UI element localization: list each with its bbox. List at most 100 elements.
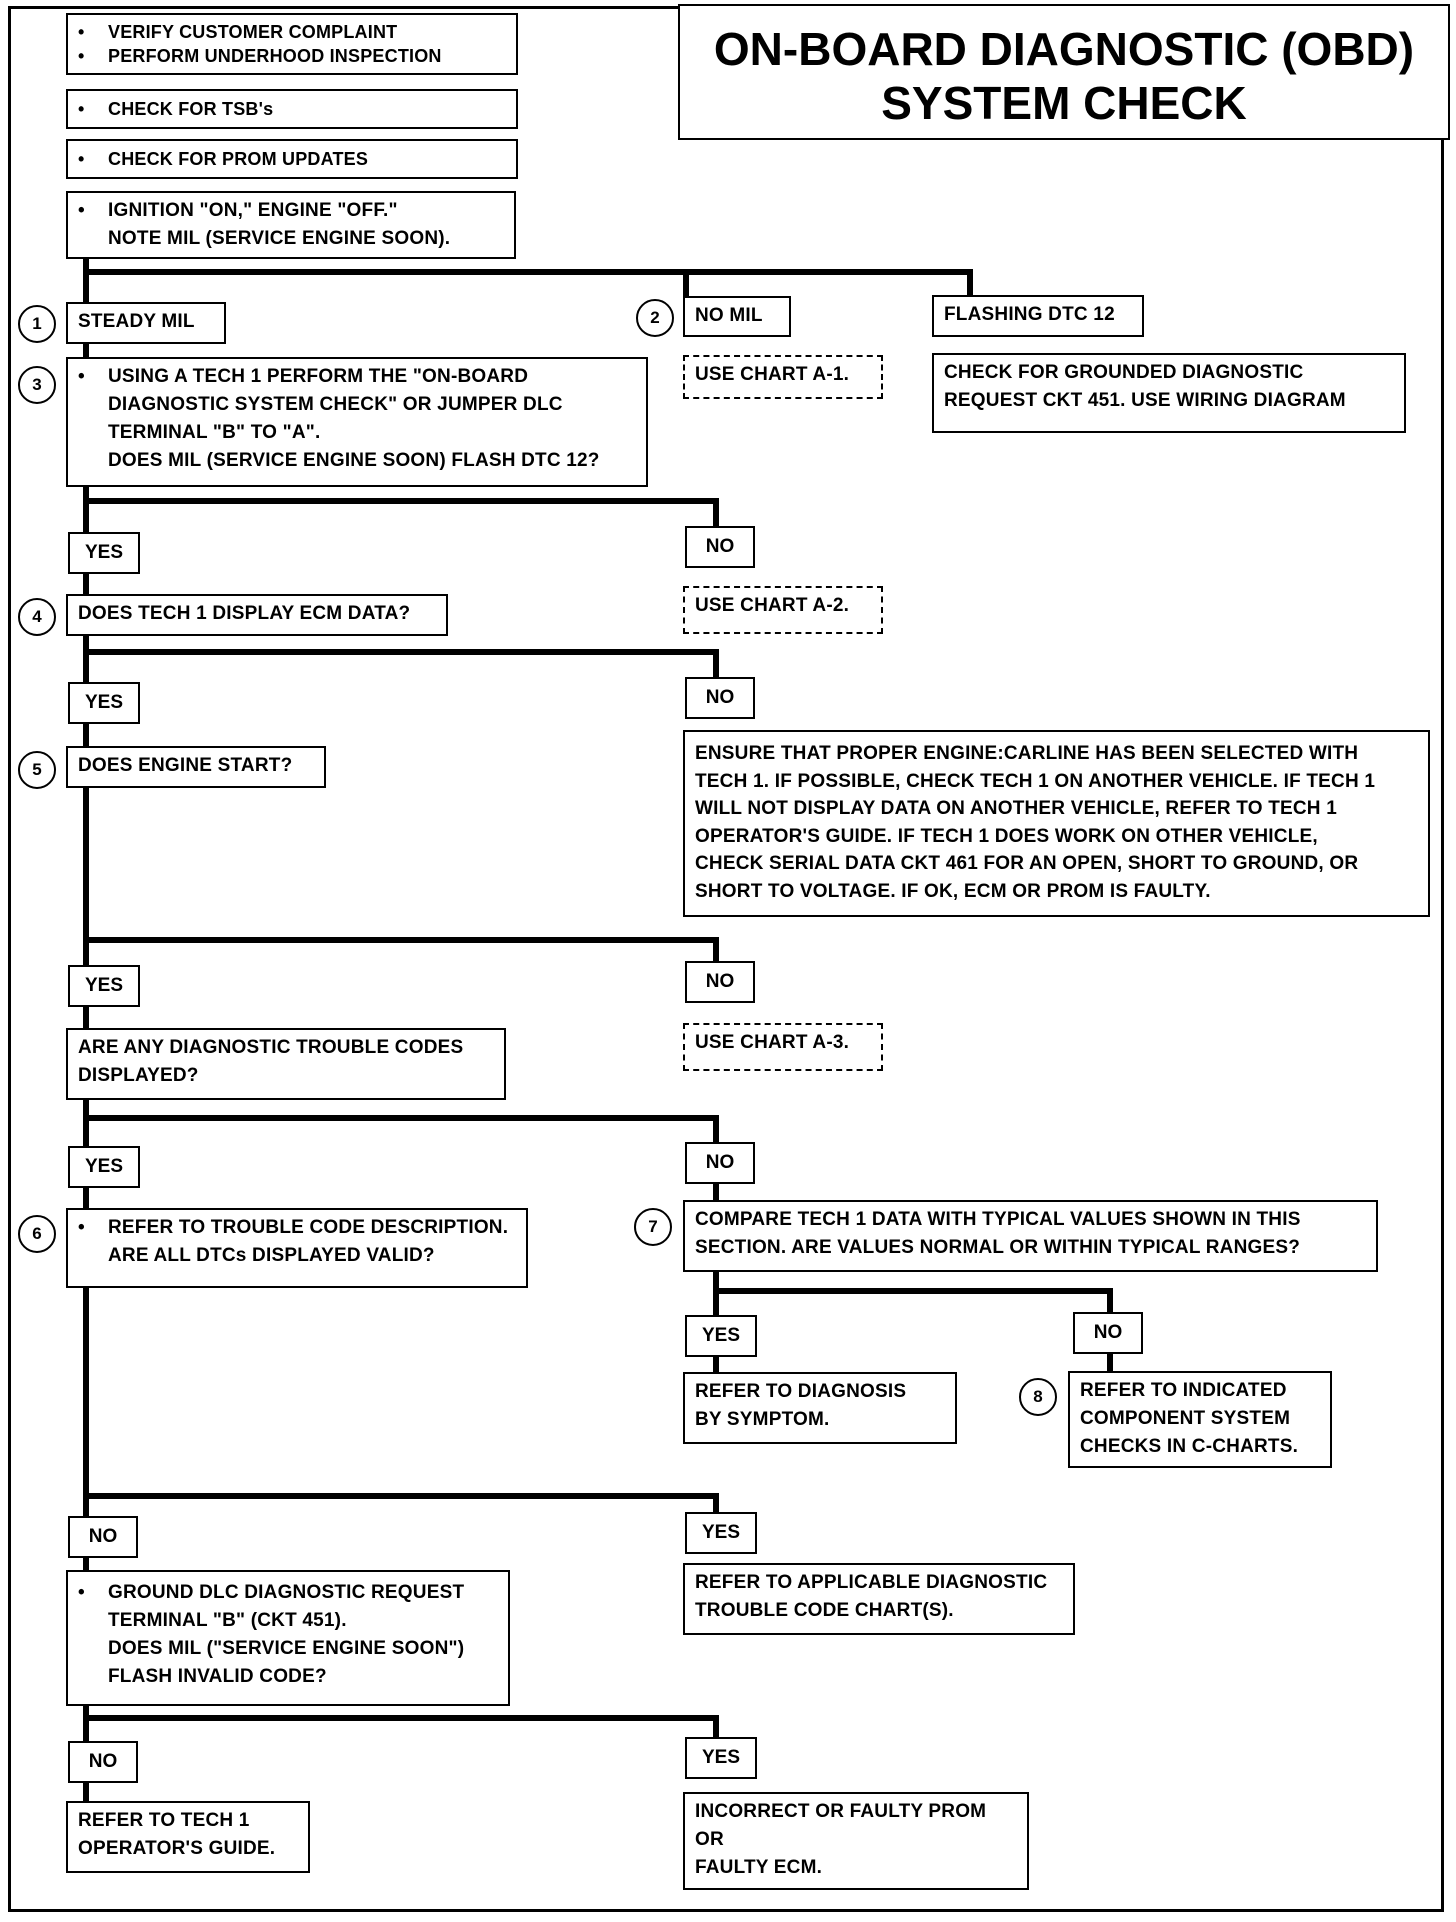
check-tsb-box: CHECK FOR TSB's (66, 89, 518, 129)
prom-text: CHECK FOR PROM UPDATES (78, 145, 506, 173)
operators-guide-line-2: OPERATOR'S GUIDE. (78, 1838, 276, 1859)
operators-guide-box: REFER TO TECH 1 OPERATOR'S GUIDE. (66, 1801, 310, 1873)
diagnosis-symptom-box: REFER TO DIAGNOSIS BY SYMPTOM. (683, 1372, 957, 1444)
ground-dlc-line-1: GROUND DLC DIAGNOSTIC REQUEST (78, 1579, 498, 1607)
grounded-diag-box: CHECK FOR GROUNDED DIAGNOSTIC REQUEST CK… (932, 353, 1406, 433)
step-number-2: 2 (636, 299, 674, 337)
dtc-displayed-box: ARE ANY DIAGNOSTIC TROUBLE CODES DISPLAY… (66, 1028, 506, 1100)
faulty-prom-line-3: FAULTY ECM. (695, 1857, 823, 1878)
no-label-codes: NO (685, 1142, 755, 1184)
faulty-prom-line-2: OR (695, 1829, 724, 1850)
step-number-6: 6 (18, 1215, 56, 1253)
faulty-prom-box: INCORRECT OR FAULTY PROM OR FAULTY ECM. (683, 1792, 1029, 1890)
indicated-line-3: CHECKS IN C-CHARTS. (1080, 1436, 1299, 1457)
steady-mil-text: STEADY MIL (78, 311, 195, 332)
compare-line-2: SECTION. ARE VALUES NORMAL OR WITHIN TYP… (695, 1237, 1301, 1258)
connector-branch-valid (86, 1493, 719, 1512)
yes-label-codes: YES (68, 1146, 140, 1188)
engine-start-box: DOES ENGINE START? (66, 746, 326, 788)
step-number-8: 8 (1019, 1378, 1057, 1416)
tsb-text: CHECK FOR TSB's (78, 95, 506, 123)
no-mil-text: NO MIL (695, 305, 763, 326)
yes-label-ecm: YES (68, 682, 140, 724)
step-number-1: 1 (18, 305, 56, 343)
ensure-line-2: TECH 1. IF POSSIBLE, CHECK TECH 1 ON ANO… (695, 770, 1376, 792)
verify-line-2: PERFORM UNDERHOOD INSPECTION (78, 44, 506, 68)
verify-complaint-box: VERIFY CUSTOMER COMPLAINT PERFORM UNDERH… (66, 13, 518, 75)
faulty-prom-line-1: INCORRECT OR FAULTY PROM (695, 1801, 987, 1822)
connector-branch-compare (716, 1288, 1113, 1315)
no-label-invalid: NO (68, 1741, 138, 1783)
diag-symptom-line-2: BY SYMPTOM. (695, 1409, 830, 1430)
indicated-line-2: COMPONENT SYSTEM (1080, 1408, 1291, 1429)
connector-branch-invalid (86, 1715, 719, 1737)
step-number-5: 5 (18, 751, 56, 789)
step-number-4: 4 (18, 598, 56, 636)
compare-values-box: COMPARE TECH 1 DATA WITH TYPICAL VALUES … (683, 1200, 1378, 1272)
no-label-dtc12: NO (685, 526, 755, 568)
ensure-line-4: OPERATOR'S GUIDE. IF TECH 1 DOES WORK ON… (695, 825, 1318, 847)
ensure-line-3: WILL NOT DISPLAY DATA ON ANOTHER VEHICLE… (695, 798, 1337, 819)
use-a1-text: USE CHART A-1. (695, 364, 850, 385)
dtc-displayed-line-1: ARE ANY DIAGNOSTIC TROUBLE CODES (78, 1037, 464, 1058)
no-label-ecm: NO (685, 677, 755, 719)
ground-dlc-line-3: DOES MIL ("SERVICE ENGINE SOON") (108, 1638, 465, 1659)
chart-title: ON-BOARD DIAGNOSTIC (OBD) SYSTEM CHECK (678, 4, 1450, 140)
ignition-box: IGNITION "ON," ENGINE "OFF." NOTE MIL (S… (66, 191, 516, 259)
ground-dlc-line-2: TERMINAL "B" (CKT 451). (108, 1610, 347, 1631)
ensure-engine-box: ENSURE THAT PROPER ENGINE:CARLINE HAS BE… (683, 730, 1430, 917)
engine-start-text: DOES ENGINE START? (78, 755, 293, 776)
tech1-line-2: DIAGNOSTIC SYSTEM CHECK" OR JUMPER DLC (108, 394, 563, 415)
ground-dlc-line-4: FLASH INVALID CODE? (108, 1666, 327, 1687)
title-line-1: ON-BOARD DIAGNOSTIC (OBD) (713, 23, 1415, 75)
tech1-line-1: USING A TECH 1 PERFORM THE "ON-BOARD (78, 363, 636, 391)
ecm-data-box: DOES TECH 1 DISPLAY ECM DATA? (66, 594, 448, 636)
ignition-line-1: IGNITION "ON," ENGINE "OFF." (78, 197, 504, 225)
grounded-line-1: CHECK FOR GROUNDED DIAGNOSTIC (944, 362, 1304, 383)
use-chart-a2-box: USE CHART A-2. (683, 586, 883, 634)
connector-branch-ecm (86, 649, 719, 677)
ground-dlc-box: GROUND DLC DIAGNOSTIC REQUEST TERMINAL "… (66, 1570, 510, 1706)
connector-branch-codes (86, 1115, 719, 1142)
refer-description-box: REFER TO TROUBLE CODE DESCRIPTION. ARE A… (66, 1208, 528, 1288)
indicated-component-box: REFER TO INDICATED COMPONENT SYSTEM CHEC… (1068, 1371, 1332, 1468)
ensure-line-1: ENSURE THAT PROPER ENGINE:CARLINE HAS BE… (695, 743, 1359, 764)
connector-branch-start (86, 937, 719, 961)
no-label-compare: NO (1073, 1312, 1143, 1354)
title-line-2: SYSTEM CHECK (881, 77, 1247, 129)
compare-line-1: COMPARE TECH 1 DATA WITH TYPICAL VALUES … (695, 1209, 1301, 1230)
ensure-line-6: SHORT TO VOLTAGE. IF OK, ECM OR PROM IS … (695, 880, 1211, 902)
yes-label-dtc12: YES (68, 532, 140, 574)
refer-desc-line-1: REFER TO TROUBLE CODE DESCRIPTION. (78, 1214, 516, 1242)
refer-desc-line-2: ARE ALL DTCs DISPLAYED VALID? (108, 1245, 435, 1266)
use-chart-a1-box: USE CHART A-1. (683, 355, 883, 399)
verify-line-1: VERIFY CUSTOMER COMPLAINT (78, 20, 506, 44)
applicable-chart-box: REFER TO APPLICABLE DIAGNOSTIC TROUBLE C… (683, 1563, 1075, 1635)
step-number-3: 3 (18, 366, 56, 404)
tech1-line-3: TERMINAL "B" TO "A". (108, 422, 321, 443)
grounded-line-2: REQUEST CKT 451. USE WIRING DIAGRAM (944, 390, 1346, 411)
use-chart-a3-box: USE CHART A-3. (683, 1023, 883, 1071)
connector-branch-mil (86, 269, 973, 297)
no-mil-box: NO MIL (683, 296, 791, 337)
ignition-line-2: NOTE MIL (SERVICE ENGINE SOON). (108, 228, 451, 249)
indicated-line-1: REFER TO INDICATED (1080, 1380, 1287, 1401)
steady-mil-box: STEADY MIL (66, 302, 226, 344)
applicable-line-2: TROUBLE CODE CHART(S). (695, 1600, 954, 1621)
yes-label-invalid: YES (685, 1737, 757, 1779)
applicable-line-1: REFER TO APPLICABLE DIAGNOSTIC (695, 1572, 1048, 1593)
yes-label-valid: YES (685, 1512, 757, 1554)
no-label-start: NO (685, 961, 755, 1003)
tech1-check-box: USING A TECH 1 PERFORM THE "ON-BOARD DIA… (66, 357, 648, 487)
dtc-displayed-line-2: DISPLAYED? (78, 1065, 199, 1086)
step-number-7: 7 (634, 1208, 672, 1246)
flashing-text: FLASHING DTC 12 (944, 304, 1115, 325)
flashing-dtc12-box: FLASHING DTC 12 (932, 295, 1144, 337)
use-a2-text: USE CHART A-2. (695, 595, 850, 616)
operators-guide-line-1: REFER TO TECH 1 (78, 1810, 250, 1831)
ecm-data-text: DOES TECH 1 DISPLAY ECM DATA? (78, 603, 411, 624)
tech1-line-4: DOES MIL (SERVICE ENGINE SOON) FLASH DTC… (108, 450, 600, 471)
yes-label-start: YES (68, 965, 140, 1007)
connector-branch-dtc12 (86, 498, 719, 526)
check-prom-box: CHECK FOR PROM UPDATES (66, 139, 518, 179)
